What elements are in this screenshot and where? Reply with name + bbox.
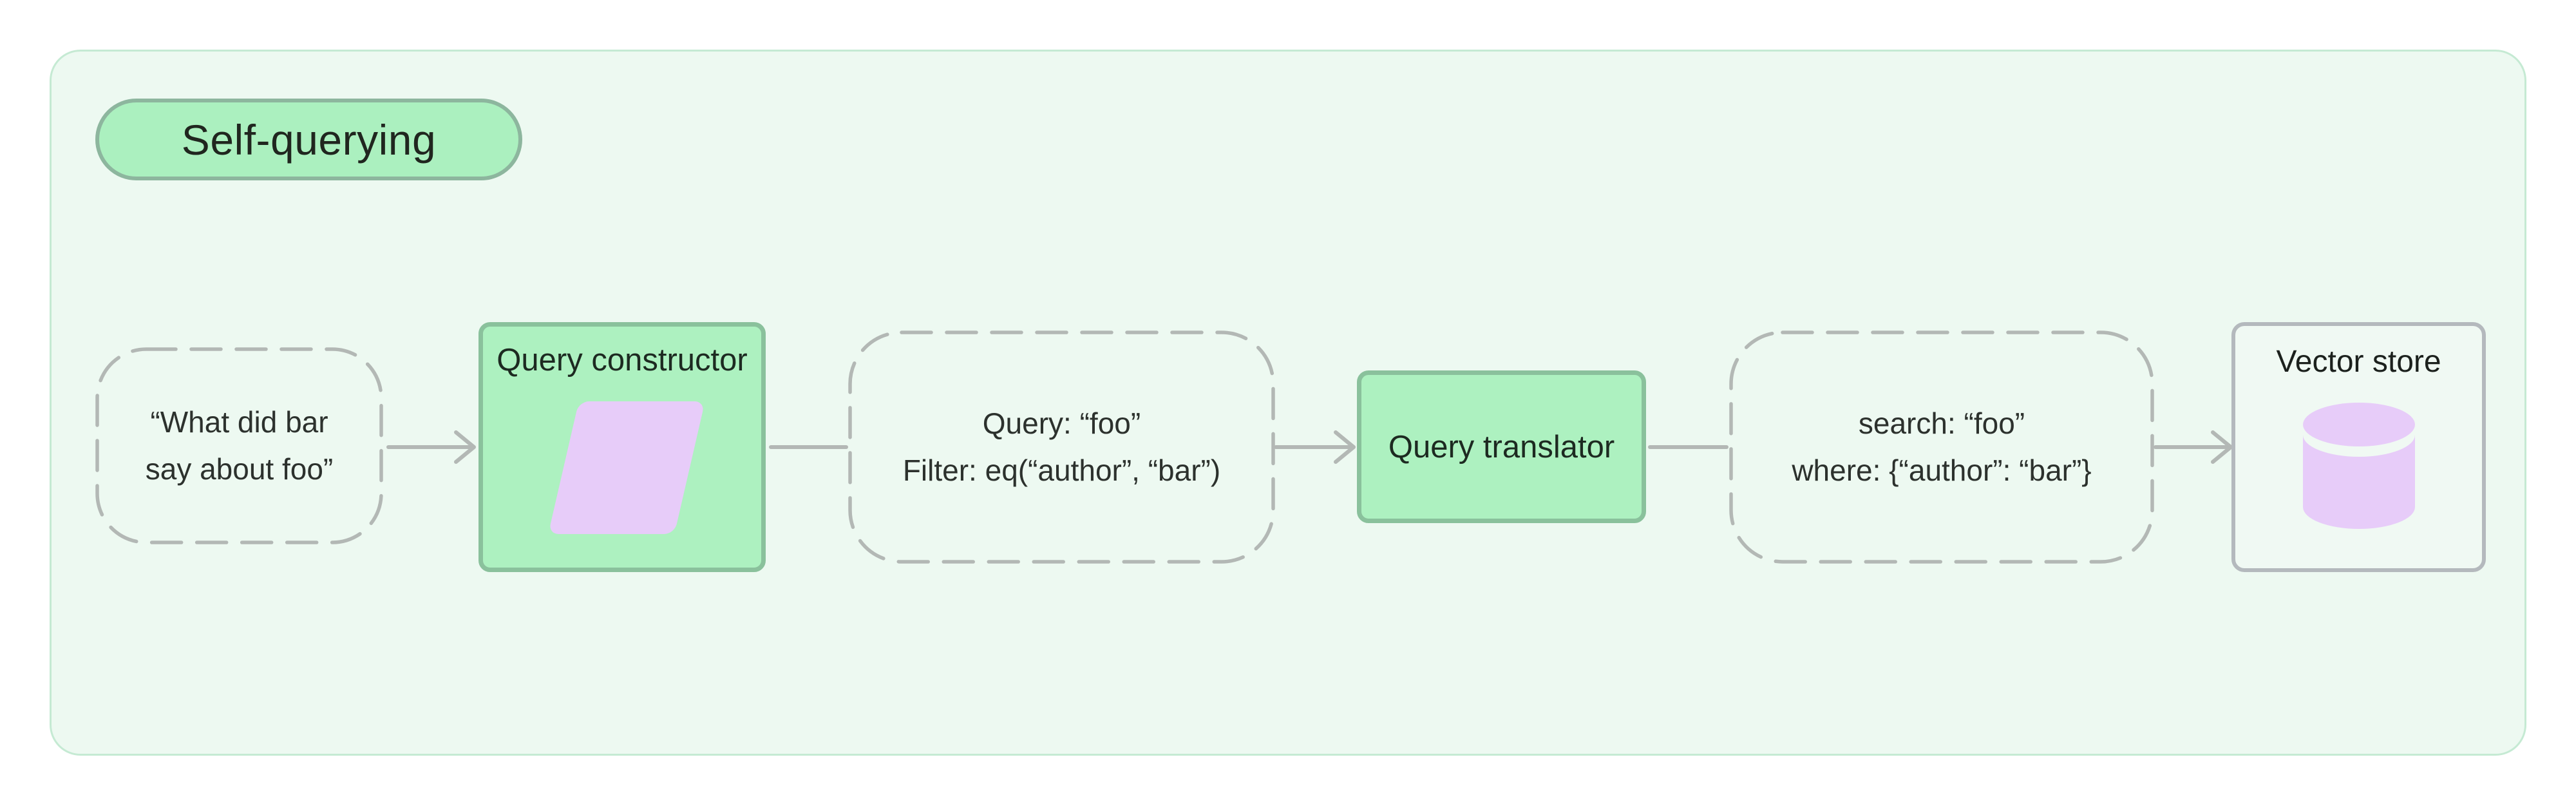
query-translator-label: Query translator <box>1388 429 1615 464</box>
translated-query-line2: where: {“author”: “bar”} <box>1792 454 2092 487</box>
translated-query-text: search: “foo” where: {“author”: “bar”} <box>1729 330 2154 564</box>
input-query-line1: “What did bar <box>150 405 328 439</box>
input-query-line2: say about foo” <box>145 452 334 486</box>
dashed-border <box>1729 330 2154 564</box>
dashed-border <box>848 330 1275 564</box>
arrow-right-icon <box>386 430 476 464</box>
self-querying-panel: Self-querying “What did bar say about fo… <box>50 50 2526 756</box>
translated-query-line1: search: “foo” <box>1858 407 2025 441</box>
query-translator-node: Query translator <box>1357 370 1646 523</box>
arrow-right-icon <box>1274 430 1356 464</box>
vector-store-node: Vector store <box>2231 322 2486 572</box>
structured-query-line1: Query: “foo” <box>982 407 1141 441</box>
query-constructor-label: Query constructor <box>497 343 748 378</box>
structured-query-node: Query: “foo” Filter: eq(“author”, “bar”) <box>848 330 1275 564</box>
query-constructor-node: Query constructor <box>478 322 766 572</box>
arrow-right-icon <box>2154 430 2233 464</box>
database-cylinder-icon <box>2303 403 2415 529</box>
input-query-text: “What did bar say about foo” <box>95 347 383 544</box>
diagram-title: Self-querying <box>181 115 437 164</box>
translated-query-node: search: “foo” where: {“author”: “bar”} <box>1729 330 2154 564</box>
parallelogram-icon <box>548 401 705 534</box>
structured-query-line2: Filter: eq(“author”, “bar”) <box>902 454 1221 487</box>
structured-query-text: Query: “foo” Filter: eq(“author”, “bar”) <box>848 330 1275 564</box>
diagram-title-badge: Self-querying <box>95 99 522 180</box>
vector-store-label: Vector store <box>2276 345 2441 379</box>
dashed-border <box>95 347 383 544</box>
input-query-node: “What did bar say about foo” <box>95 347 383 544</box>
connector-line <box>769 445 848 449</box>
connector-line <box>1648 445 1728 449</box>
